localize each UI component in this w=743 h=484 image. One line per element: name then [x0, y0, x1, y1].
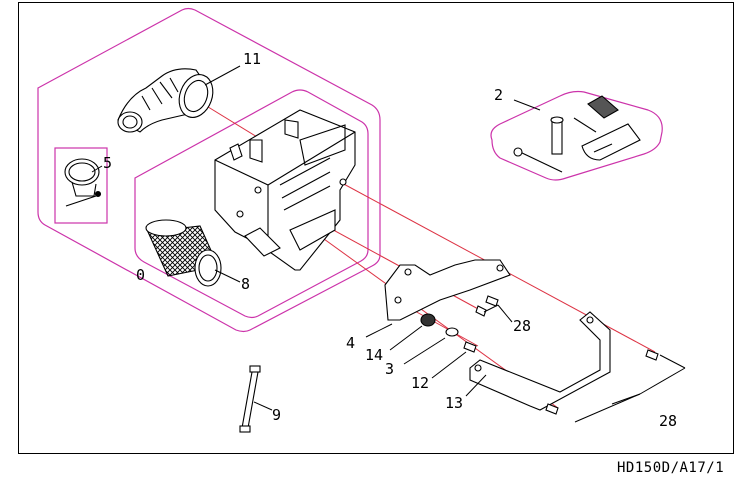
- air-filter-element-part: [145, 219, 222, 287]
- callout-28-lower: 28: [659, 412, 677, 430]
- callout-9: 9: [272, 406, 281, 424]
- assembly-0-boundary: [37, 7, 381, 333]
- callout-3: 3: [385, 360, 394, 378]
- mounting-bracket-13-part: [469, 311, 611, 411]
- long-bolt-part: [239, 365, 261, 433]
- callout-0: 0: [136, 266, 145, 284]
- callout-lines: [91, 65, 686, 423]
- callout-28-upper: 28: [513, 317, 531, 335]
- diagram-frame: [18, 2, 734, 454]
- drawing-reference-code: HD150D/A17/1: [617, 460, 725, 476]
- callout-2: 2: [494, 86, 503, 104]
- callout-14: 14: [365, 346, 383, 364]
- air-cleaner-housing-part: [214, 109, 356, 271]
- callout-4: 4: [346, 334, 355, 352]
- callout-13: 13: [445, 394, 463, 412]
- intake-hose-part: [117, 68, 214, 133]
- callout-5: 5: [103, 154, 112, 172]
- callout-11: 11: [243, 50, 261, 68]
- air-cleaner-inner-boundary: [134, 89, 369, 319]
- toolkit-part: [513, 95, 641, 173]
- clamp-5-boundary: [54, 147, 108, 224]
- callout-12: 12: [411, 374, 429, 392]
- hose-clamp-part: [64, 158, 102, 207]
- toolkit-2-boundary: [490, 90, 663, 181]
- mounting-bracket-4-part: [384, 259, 511, 321]
- hardware-parts: [420, 295, 659, 415]
- callout-8: 8: [241, 275, 250, 293]
